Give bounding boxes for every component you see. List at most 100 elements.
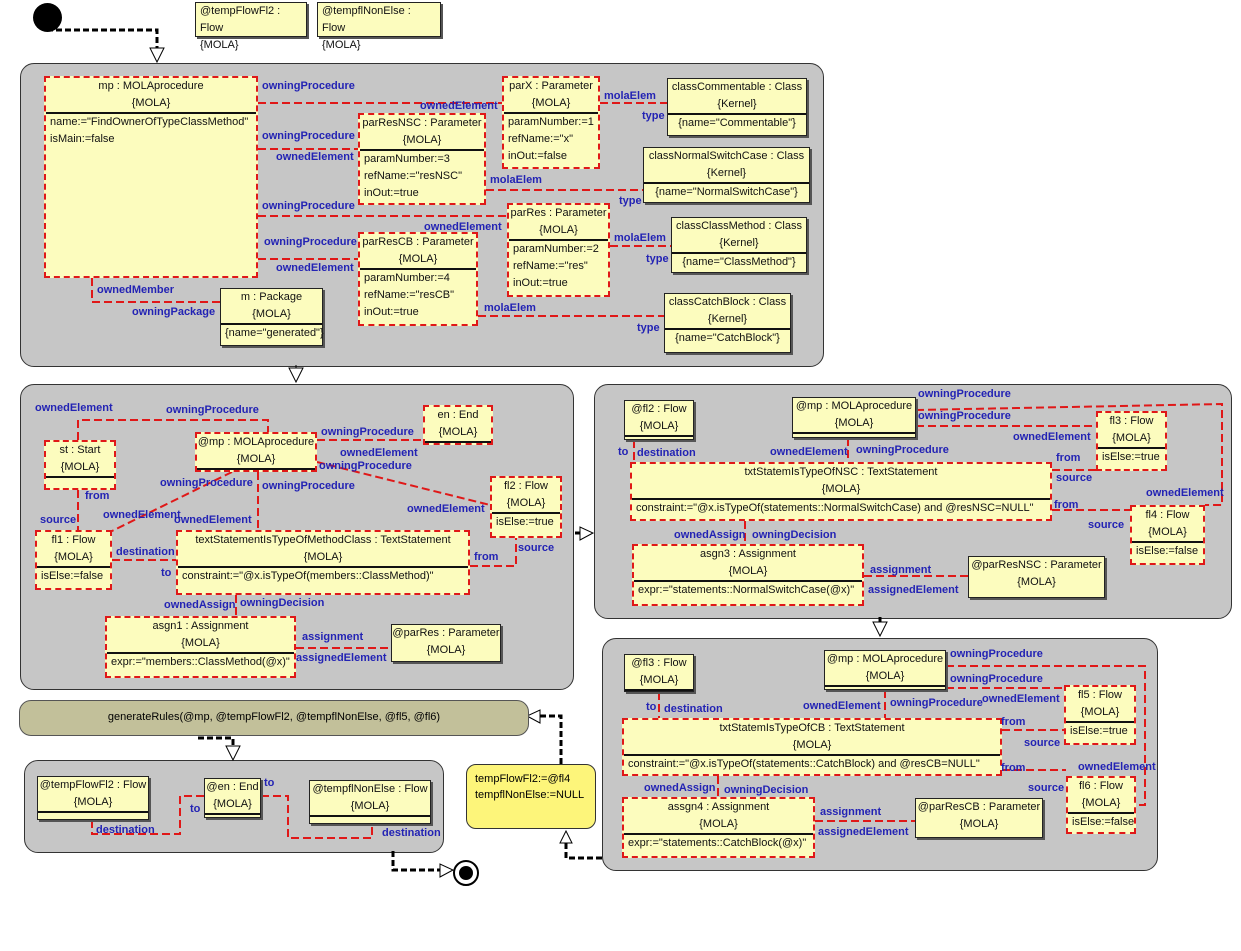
m-attr: {name="generated"} [225,327,324,339]
header-tempflowfl2[interactable]: @tempFlowFl2 : Flow {MOLA} [195,2,307,51]
ccb-title: classCatchBlock : Class [668,296,787,308]
r5-tf-title: @tempFlowFl2 : Flow [39,779,147,791]
r5-tn-title: @tempflNonElse : Flow [312,783,428,795]
r3-fl2-title: @fl2 : Flow [631,403,687,415]
r4-fl3-kind: {MOLA} [639,674,679,686]
link-label: ownedAssign [644,782,716,794]
node-r2-mp[interactable]: @mp : MOLAprocedure {MOLA} [195,432,317,472]
en-kind: {MOLA} [438,426,478,438]
link-label: ownedAssign [674,529,746,541]
fl3-title: fl3 : Flow [1109,415,1154,427]
r2-parres-title: @parRes : Parameter [392,627,500,639]
fl3-kind: {MOLA} [1112,432,1151,444]
link-label: source [1056,472,1093,484]
asgn1-kind: {MOLA} [181,637,220,649]
node-r3-fl2[interactable]: @fl2 : Flow {MOLA} [624,400,694,440]
r4-fl3-title: @fl3 : Flow [631,657,687,669]
node-fl4-flow[interactable]: fl4 : Flow {MOLA} isElse:=false [1130,505,1205,565]
parresnsc-attr-2: refName:="resNSC" [364,170,462,182]
link-label: ownedElement [803,700,881,712]
node-parresnsc[interactable]: parResNSC : Parameter {MOLA} paramNumber… [358,113,486,205]
node-class-catchblock[interactable]: classCatchBlock : Class {Kernel} {name="… [664,293,791,353]
node-fl6-flow[interactable]: fl6 : Flow {MOLA} isElse:=false [1066,776,1136,834]
header-tempflowfl2-title: @tempFlowFl2 : Flow [200,5,281,34]
node-textstatement-nsc[interactable]: txtStatemIsTypeOfNSC : TextStatement {MO… [630,462,1052,521]
parrescb-attr-2: refName:="resCB" [364,289,455,301]
r2-mp-title: @mp : MOLAprocedure [197,436,315,448]
cnsc-title: classNormalSwitchCase : Class [648,150,805,162]
cc-attr: {name="Commentable"} [678,117,796,129]
node-r4-mp[interactable]: @mp : MOLAprocedure {MOLA} [824,650,946,690]
node-assgn4[interactable]: assgn4 : Assignment {MOLA} expr:="statem… [622,797,815,858]
cnsc-attr: {name="NormalSwitchCase"} [655,186,798,198]
link-label: type [637,322,660,334]
r3-txt-title: txtStatemIsTypeOfNSC : TextStatement [744,466,938,478]
link-label: owningProcedure [262,200,355,212]
node-r2-parres[interactable]: @parRes : Parameter {MOLA} [391,624,501,662]
link-label: owningProcedure [262,130,355,142]
node-r5-en[interactable]: @en : End {MOLA} [204,778,261,818]
parres-attr-1: paramNumber:=2 [513,243,599,255]
node-textstatement-cb[interactable]: txtStatemIsTypeOfCB : TextStatement {MOL… [622,718,1002,776]
parrescb-attr-1: paramNumber:=4 [364,272,450,284]
link-label: destination [664,703,723,715]
header-tempflnonelse[interactable]: @tempflNonElse : Flow {MOLA} [317,2,441,51]
m-title: m : Package [240,291,303,303]
r5-en-kind: {MOLA} [213,798,252,810]
node-asgn1[interactable]: asgn1 : Assignment {MOLA} expr:="members… [105,616,296,678]
parres-kind: {MOLA} [539,224,578,236]
assign-action-box[interactable]: tempFlowFl2:=@fl4 tempflNonElse:=NULL [466,764,596,829]
node-r4-fl3[interactable]: @fl3 : Flow {MOLA} [624,654,694,692]
link-label: owningProcedure [166,404,259,416]
node-class-classmethod[interactable]: classClassMethod : Class {Kernel} {name=… [671,217,807,273]
node-class-commentable[interactable]: classCommentable : Class {Kernel} {name=… [667,78,807,136]
r3-par-title: @parResNSC : Parameter [971,559,1102,571]
link-label: ownedElement [982,693,1060,705]
node-r3-mp[interactable]: @mp : MOLAprocedure {MOLA} [792,397,916,438]
r4-mp-kind: {MOLA} [865,670,905,682]
node-parresnsc-ref[interactable]: @parResNSC : Parameter {MOLA} [968,556,1105,598]
en-title: en : End [437,409,479,421]
node-fl2-flow[interactable]: fl2 : Flow {MOLA} isElse:=true [490,476,562,538]
node-m-package[interactable]: m : Package {MOLA} {name="generated"} [220,288,324,346]
node-fl1-flow[interactable]: fl1 : Flow {MOLA} isElse:=false [35,530,112,590]
r3-mp-title: @mp : MOLAprocedure [795,400,913,412]
link-label: ownedElement [1013,431,1091,443]
node-parrescb-ref[interactable]: @parResCB : Parameter {MOLA} [915,798,1043,838]
node-class-normalswitchcase[interactable]: classNormalSwitchCase : Class {Kernel} {… [643,147,810,203]
node-r5-tempflnonelse[interactable]: @tempflNonElse : Flow {MOLA} [309,780,431,824]
r4-txt-title: txtStatemIsTypeOfCB : TextStatement [719,722,905,734]
header-tempflowfl2-kind: {MOLA} [200,39,239,51]
call-generate-rules[interactable]: generateRules(@mp, @tempFlowFl2, @tempfl… [19,700,529,736]
node-r5-tempflowfl2[interactable]: @tempFlowFl2 : Flow {MOLA} [37,776,149,820]
node-st-start[interactable]: st : Start {MOLA} [44,440,116,490]
mp-attr-ismain: isMain:=false [50,133,115,145]
link-label: to [618,446,629,458]
link-label: owningProcedure [264,236,357,248]
node-fl5-flow[interactable]: fl5 : Flow {MOLA} isElse:=true [1064,685,1136,745]
ccb-attr: {name="CatchBlock"} [675,332,780,344]
link-label: from [474,551,499,563]
ccm-attr: {name="ClassMethod"} [682,256,796,268]
link-label: molaElem [614,232,666,244]
parres-attr-3: inOut:=true [513,277,568,289]
node-parx[interactable]: parX : Parameter {MOLA} paramNumber:=1 r… [502,76,600,169]
link-label: source [40,514,77,526]
link-label: ownedElement [1078,761,1156,773]
parrescb-attr-3: inOut:=true [364,306,419,318]
link-label: ownedMember [97,284,175,296]
fl2-kind: {MOLA} [506,497,546,509]
fl5-kind: {MOLA} [1080,706,1120,718]
link-label: owningPackage [132,306,216,318]
node-fl3-flow[interactable]: fl3 : Flow {MOLA} isElse:=true [1096,411,1167,471]
parres-title: parRes : Parameter [510,207,607,219]
link-label: to [190,803,201,815]
node-mp-procedure[interactable]: mp : MOLAprocedure {MOLA} name:="FindOwn… [44,76,258,278]
node-asgn3[interactable]: asgn3 : Assignment {MOLA} expr:="stateme… [632,544,864,606]
r5-tn-kind: {MOLA} [350,800,390,812]
node-parrescb[interactable]: parResCB : Parameter {MOLA} paramNumber:… [358,232,478,326]
node-textstatement-classmethod[interactable]: textStatementIsTypeOfMethodClass : TextS… [176,530,470,595]
node-parres[interactable]: parRes : Parameter {MOLA} paramNumber:=2… [507,203,610,297]
node-en-end[interactable]: en : End {MOLA} [423,405,493,445]
